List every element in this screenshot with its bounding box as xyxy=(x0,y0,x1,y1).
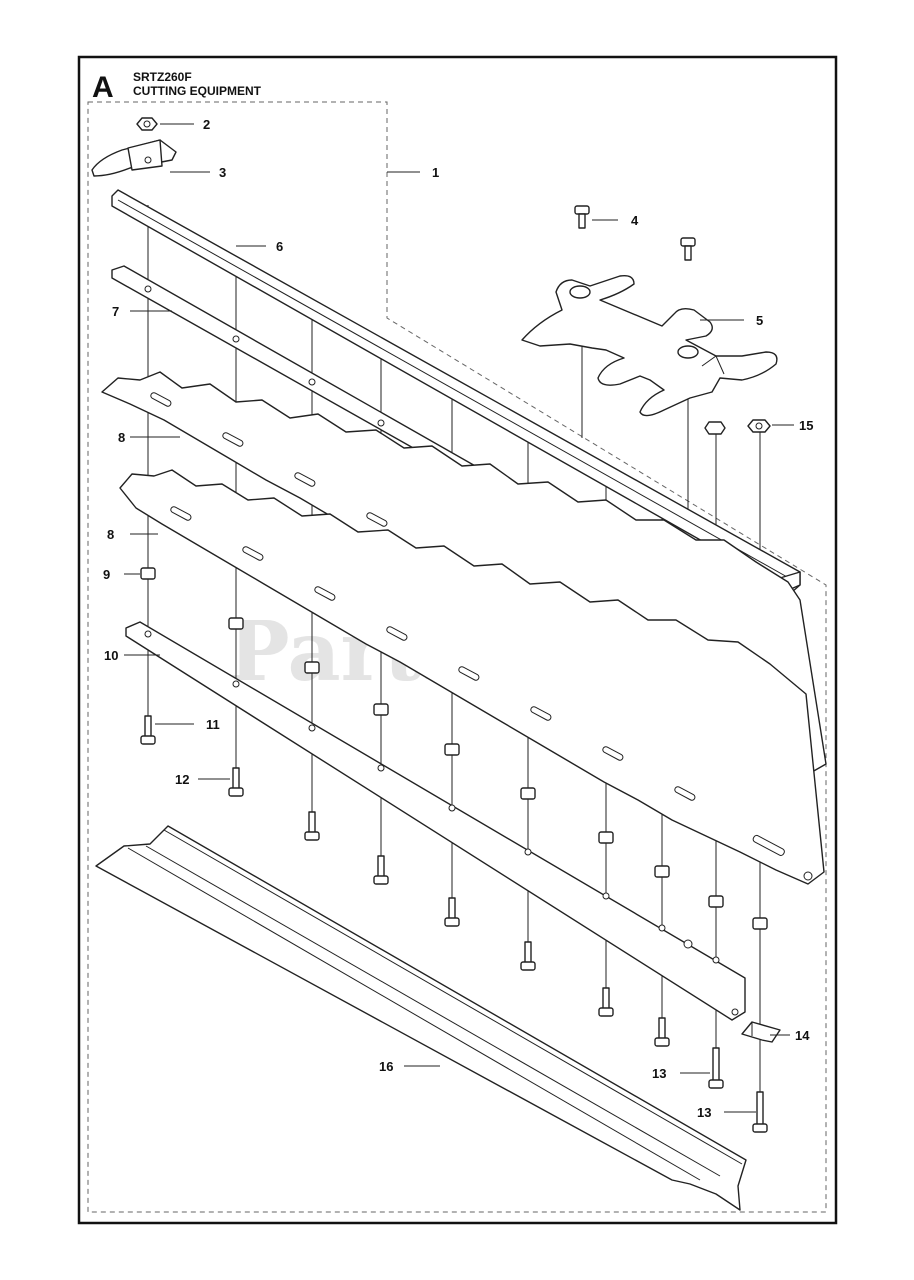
cutting-blade-lower-part-8 xyxy=(119,469,825,885)
callout-15: 15 xyxy=(799,418,813,433)
model-number: SRTZ260F xyxy=(133,70,192,84)
clamp-plate-part-3 xyxy=(91,139,177,177)
callout-numbers: 1 2 3 4 5 6 7 8 8 9 10 11 12 13 13 14 15… xyxy=(103,117,813,1120)
nut-part-15 xyxy=(704,419,771,435)
assembly-boundary xyxy=(87,101,827,1213)
callout-9: 9 xyxy=(103,567,110,582)
blade-cover-part-16 xyxy=(95,825,747,1211)
callout-6: 6 xyxy=(276,239,283,254)
section-title: CUTTING EQUIPMENT xyxy=(133,84,262,98)
blade-guide-bar-part-6 xyxy=(111,189,801,593)
callout-2: 2 xyxy=(203,117,210,132)
hand-guard-part-5 xyxy=(521,274,778,417)
bolts-parts-11-12-13 xyxy=(140,715,768,1133)
callout-16: 16 xyxy=(379,1059,393,1074)
callout-7: 7 xyxy=(112,304,119,319)
leader-lines xyxy=(124,123,794,1113)
callout-13-b: 13 xyxy=(697,1105,711,1120)
callout-8-upper: 8 xyxy=(118,430,125,445)
callout-12: 12 xyxy=(175,772,189,787)
callout-8-lower: 8 xyxy=(107,527,114,542)
callout-11: 11 xyxy=(206,717,220,732)
square-nuts-part-9 xyxy=(140,567,768,930)
callout-10: 10 xyxy=(104,648,118,663)
callout-3: 3 xyxy=(219,165,226,180)
screw-part-5 xyxy=(680,237,696,261)
callout-13-a: 13 xyxy=(652,1066,666,1081)
section-letter: A xyxy=(92,71,114,104)
bolt-part-4 xyxy=(574,205,590,229)
callout-5: 5 xyxy=(756,313,763,328)
callout-4: 4 xyxy=(631,213,639,228)
hex-nut-part-2 xyxy=(136,117,158,131)
diagram-border xyxy=(77,55,838,1225)
bracket-part-14 xyxy=(741,1021,781,1043)
callout-1: 1 xyxy=(432,165,439,180)
bottom-strip-part-10 xyxy=(125,621,746,1021)
callout-14: 14 xyxy=(795,1028,810,1043)
